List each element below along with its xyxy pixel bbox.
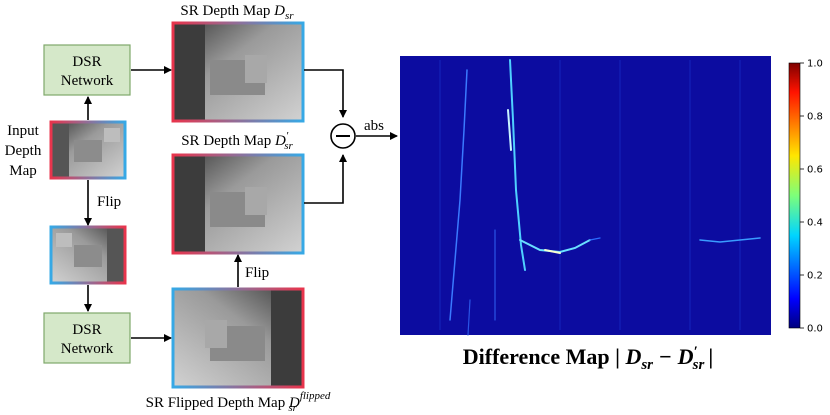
heatmap-faint-lines — [439, 60, 741, 330]
dsr-network-top-box — [43, 44, 131, 96]
sr-depth-map-prime-subscript: sr — [284, 140, 293, 152]
heatmap-edges — [449, 59, 761, 336]
sr-depth-map-prime-title: SR Depth Map D′sr — [181, 130, 293, 152]
colorbar-ticks: 1.0 0.8 0.6 0.4 0.2 0.0 — [800, 59, 823, 335]
sr-depth-map-symbol: D — [273, 3, 285, 19]
difference-map-title: Difference Map | Dsr−D′sr| — [463, 344, 713, 373]
difference-map-minus: − — [659, 344, 672, 369]
colorbar-tick-label: 0.6 — [807, 165, 823, 176]
sr-depth-map-prime-symbol: D — [274, 133, 286, 149]
flip-label-1: Flip — [97, 194, 121, 210]
dsr-network-top: DSR Network — [43, 44, 131, 96]
difference-heatmap — [400, 56, 771, 336]
sr-depth-map-prime-mark: ′ — [286, 130, 289, 142]
sr-flipped-depth-map-symbol: D — [288, 395, 300, 411]
flip-label-2: Flip — [245, 265, 269, 281]
input-depth-map-label-1: Input — [7, 123, 39, 139]
difference-map-term1: D — [624, 344, 641, 369]
dsr-network-bottom-box — [43, 312, 131, 364]
colorbar-tick-label: 0.8 — [807, 112, 823, 123]
dsr-network-top-line1: DSR — [72, 54, 101, 70]
input-depth-map-label-2: Depth — [5, 143, 42, 159]
sr-depth-map-image — [171, 21, 305, 123]
abs-label: abs — [364, 118, 384, 134]
dsr-network-bottom-line2: Network — [61, 341, 114, 357]
heatmap-background — [400, 56, 771, 335]
dsr-network-top-line2: Network — [61, 73, 114, 89]
difference-map-term1-sub: sr — [640, 357, 653, 373]
colorbar-tick-label: 0.0 — [807, 324, 823, 335]
difference-map-title-suffix: | — [708, 344, 713, 369]
sr-flipped-depth-map-title-text: SR Flipped Depth Map — [146, 395, 286, 411]
sr-flipped-depth-map-subscript: sr — [288, 402, 297, 414]
colorbar-tick-label: 1.0 — [807, 59, 823, 70]
colorbar: 1.0 0.8 0.6 0.4 0.2 0.0 — [788, 59, 823, 335]
sr-flipped-depth-map-superscript: flipped — [300, 390, 331, 402]
colorbar-tick-label: 0.4 — [807, 218, 823, 229]
input-depth-map-image — [49, 120, 127, 180]
input-depth-map-label-3: Map — [9, 163, 37, 179]
difference-map-term2-prime: ′ — [693, 344, 697, 360]
sr-flipped-depth-map-image — [171, 287, 305, 389]
sr-depth-map-prime-image — [171, 153, 305, 255]
colorbar-tick-label: 0.2 — [807, 271, 823, 282]
arrow-srmap-to-minus — [304, 69, 347, 118]
sr-depth-map-title: SR Depth Map Dsr — [180, 3, 294, 22]
difference-map-title-prefix: Difference Map | — [463, 344, 620, 369]
arrows — [84, 66, 398, 342]
difference-map-term2-sub: sr — [692, 357, 705, 373]
sr-depth-map-prime-title-text: SR Depth Map — [181, 133, 271, 149]
flipped-input-image — [49, 225, 127, 285]
sr-depth-map-subscript: sr — [285, 10, 294, 22]
dsr-network-bottom: DSR Network — [43, 312, 131, 364]
difference-map-term2: D — [677, 344, 694, 369]
subtract-node — [330, 123, 356, 149]
arrow-srprime-to-minus — [304, 154, 347, 204]
sr-depth-map-title-text: SR Depth Map — [180, 3, 270, 19]
colorbar-gradient — [788, 62, 801, 329]
dsr-network-bottom-line1: DSR — [72, 322, 101, 338]
